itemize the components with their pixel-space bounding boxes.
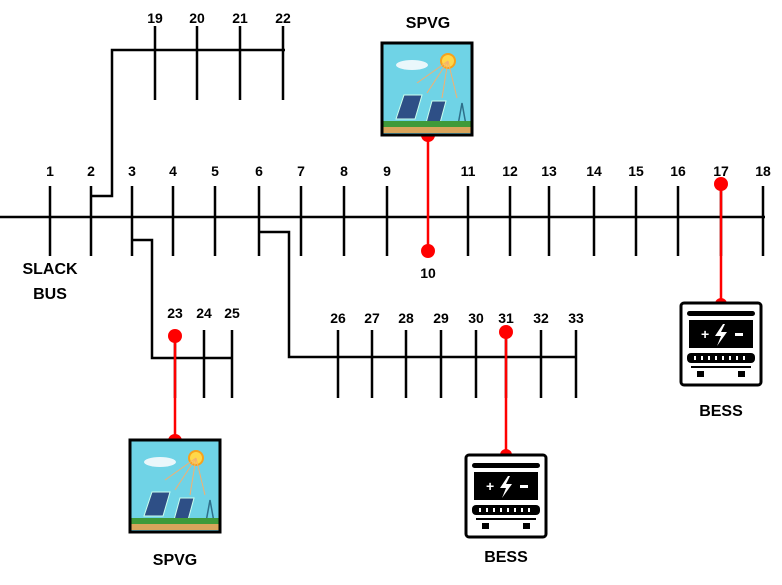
bus-label-1: 1 bbox=[46, 163, 54, 179]
bus-label-25: 25 bbox=[224, 305, 240, 321]
lateral-feeder-23-25 bbox=[132, 238, 232, 360]
bus-label-33: 33 bbox=[568, 310, 584, 326]
bus-label-28: 28 bbox=[398, 310, 414, 326]
bus-label-21: 21 bbox=[232, 10, 248, 26]
bus-label-7: 7 bbox=[297, 163, 305, 179]
bus-label-22: 22 bbox=[275, 10, 291, 26]
bus-label-32: 32 bbox=[533, 310, 549, 326]
bess-right-label: BESS bbox=[699, 403, 743, 420]
bess-bottom-connection bbox=[499, 325, 513, 461]
solar-panel-icon bbox=[128, 438, 222, 534]
slack-bus-label: SLACK bbox=[22, 261, 78, 278]
battery-icon bbox=[679, 301, 763, 387]
bus-label-26: 26 bbox=[330, 310, 346, 326]
lateral-feeder-26-33 bbox=[259, 230, 577, 359]
slack-bus-label: BUS bbox=[33, 286, 67, 303]
lateral-feeder-19-22 bbox=[91, 48, 285, 198]
bess-right-connection bbox=[714, 177, 728, 310]
bus-label-17: 17 bbox=[713, 163, 729, 179]
bus-label-23: 23 bbox=[167, 305, 183, 321]
spvg-top-label: SPVG bbox=[406, 15, 450, 32]
bus-label-30: 30 bbox=[468, 310, 484, 326]
spvg-bottom-label: SPVG bbox=[153, 552, 197, 569]
bus-label-4: 4 bbox=[169, 163, 177, 179]
spvg-top-connection bbox=[421, 128, 435, 258]
bus-label-31: 31 bbox=[498, 310, 514, 326]
bus-label-11: 11 bbox=[461, 163, 476, 179]
bus-label-5: 5 bbox=[211, 163, 219, 179]
bess-bottom-label: BESS bbox=[484, 549, 528, 566]
bus-label-13: 13 bbox=[541, 163, 557, 179]
bus-label-14: 14 bbox=[586, 163, 602, 179]
bus-label-9: 9 bbox=[383, 163, 391, 179]
bus-label-3: 3 bbox=[128, 163, 136, 179]
bus-label-12: 12 bbox=[502, 163, 518, 179]
bus-label-20: 20 bbox=[189, 10, 205, 26]
spvg-bottom-connection bbox=[168, 329, 182, 448]
bus-label-10: 10 bbox=[420, 265, 436, 281]
bus-label-29: 29 bbox=[433, 310, 449, 326]
bus-label-2: 2 bbox=[87, 163, 95, 179]
bus-label-18: 18 bbox=[755, 163, 771, 179]
bus-label-6: 6 bbox=[255, 163, 263, 179]
bus-label-16: 16 bbox=[670, 163, 686, 179]
bus-label-8: 8 bbox=[340, 163, 348, 179]
bus-label-15: 15 bbox=[628, 163, 644, 179]
solar-panel-icon bbox=[380, 41, 474, 137]
bus-label-27: 27 bbox=[364, 310, 380, 326]
battery-icon bbox=[464, 453, 548, 539]
bus-label-24: 24 bbox=[196, 305, 212, 321]
bus-label-19: 19 bbox=[147, 10, 163, 26]
